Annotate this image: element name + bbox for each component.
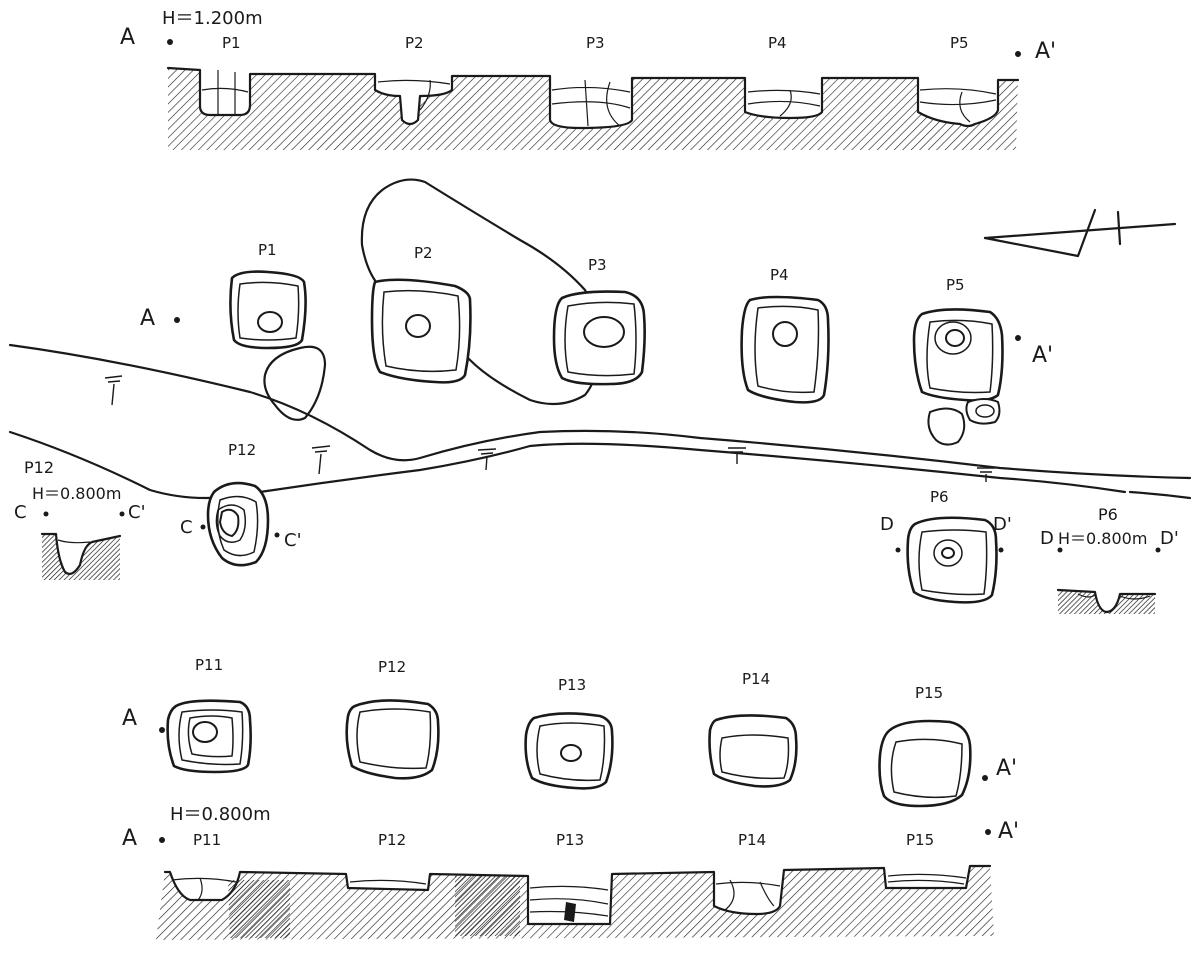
section-c-elevation: H＝0.800m	[32, 484, 121, 503]
pit-p12-point-c-prime: C'	[284, 530, 302, 551]
pit-p6-point-d-prime: D'	[993, 514, 1012, 535]
lower-section-endpoint-a-prime: A'	[998, 819, 1019, 844]
section-c-profile	[40, 532, 122, 580]
pit-p6-point-d-prime-dot	[998, 547, 1004, 553]
upper-section-elevation: H＝1.200m	[162, 8, 263, 29]
lower-section-endpoint-a: A	[122, 826, 137, 851]
pit-p2	[370, 278, 472, 384]
plan-lower-label-p11: P11	[195, 656, 223, 674]
pit-p3	[552, 290, 646, 386]
pit-p12-label: P12	[228, 441, 256, 459]
plan-lower-label-p12: P12	[378, 658, 406, 676]
pit-p6-label: P6	[930, 488, 949, 506]
pit-p6-plan	[906, 516, 998, 604]
upper-section-endpoint-a: A	[120, 25, 135, 50]
slope-lines	[8, 343, 1192, 500]
pit-p6-point-d: D	[880, 514, 894, 535]
lower-section-label-p13: P13	[556, 831, 584, 849]
upper-section-endpoint-a-prime: A'	[1035, 39, 1056, 64]
plan-upper-label-p2: P2	[414, 244, 433, 262]
plan-lower-point-a-dot	[159, 727, 165, 733]
pit-p12-lower	[345, 699, 440, 780]
pit-p15	[878, 719, 972, 808]
upper-section-label-p5: P5	[950, 34, 969, 52]
lower-section-label-p14: P14	[738, 831, 766, 849]
upper-section-profile	[166, 66, 1020, 150]
lower-section-label-p12: P12	[378, 831, 406, 849]
section-d-endpoint-d: D	[1040, 528, 1054, 549]
plan-upper-point-a-prime: A'	[1032, 343, 1053, 368]
lower-section-label-p11: P11	[193, 831, 221, 849]
plan-lower-point-a-prime: A'	[996, 756, 1017, 781]
plan-upper-label-p4: P4	[770, 266, 789, 284]
section-c-point-c-dot	[43, 511, 49, 517]
pit-p1	[229, 270, 307, 350]
small-feature-3	[927, 407, 966, 446]
section-d-elevation: H＝0.800m	[1058, 529, 1147, 548]
section-d-profile	[1056, 588, 1157, 614]
lower-section-point-a-dot	[159, 837, 165, 843]
plan-lower-label-p13: P13	[558, 676, 586, 694]
upper-section-label-p4: P4	[768, 34, 787, 52]
section-c-endpoint-c-prime: C'	[128, 502, 146, 523]
section-c-endpoint-c: C	[14, 502, 27, 523]
upper-section-label-p3: P3	[586, 34, 605, 52]
pit-p12-point-c: C	[180, 517, 193, 538]
upper-section-point-a-prime-dot	[1015, 51, 1021, 57]
pit-p12-plan	[206, 481, 270, 567]
pit-p12-point-c-prime-dot	[274, 532, 280, 538]
pit-p5	[912, 308, 1004, 402]
pit-p14	[708, 714, 798, 788]
plan-upper-label-p3: P3	[588, 256, 607, 274]
plan-upper	[229, 178, 1004, 446]
pit-p13	[524, 712, 614, 790]
upper-section-point-a-dot	[167, 39, 173, 45]
lower-section-profile	[156, 864, 994, 940]
lower-section-elevation: H＝0.800m	[170, 804, 271, 825]
plan-lower-point-a-prime-dot	[982, 775, 988, 781]
section-d-endpoint-d-prime: D'	[1160, 528, 1179, 549]
plan-upper-point-a-dot	[174, 317, 180, 323]
section-c-point-c-prime-dot	[119, 511, 125, 517]
small-feature-2	[965, 398, 1001, 425]
lower-section-point-a-prime-dot	[985, 829, 991, 835]
plan-upper-label-p5: P5	[946, 276, 965, 294]
plan-upper-point-a-prime-dot	[1015, 335, 1021, 341]
north-arrow-icon	[983, 208, 1177, 258]
plan-lower-point-a: A	[122, 706, 137, 731]
section-d-point-d-prime-dot	[1155, 547, 1161, 553]
section-d-point-d-dot	[1057, 547, 1063, 553]
plan-lower	[166, 699, 972, 808]
pit-p6-point-d-dot	[895, 547, 901, 553]
plan-lower-label-p14: P14	[742, 670, 770, 688]
lower-section-label-p15: P15	[906, 831, 934, 849]
pit-p12-point-c-dot	[200, 524, 206, 530]
plan-lower-label-p15: P15	[915, 684, 943, 702]
plan-upper-point-a: A	[140, 306, 155, 331]
small-feature-1	[263, 345, 327, 421]
pit-p11	[166, 699, 252, 774]
pit-p4	[740, 295, 830, 404]
section-c-label: P12	[24, 458, 54, 477]
upper-section-label-p2: P2	[405, 34, 424, 52]
plan-upper-label-p1: P1	[258, 241, 277, 259]
upper-section-label-p1: P1	[222, 34, 241, 52]
section-d-label: P6	[1098, 505, 1118, 524]
